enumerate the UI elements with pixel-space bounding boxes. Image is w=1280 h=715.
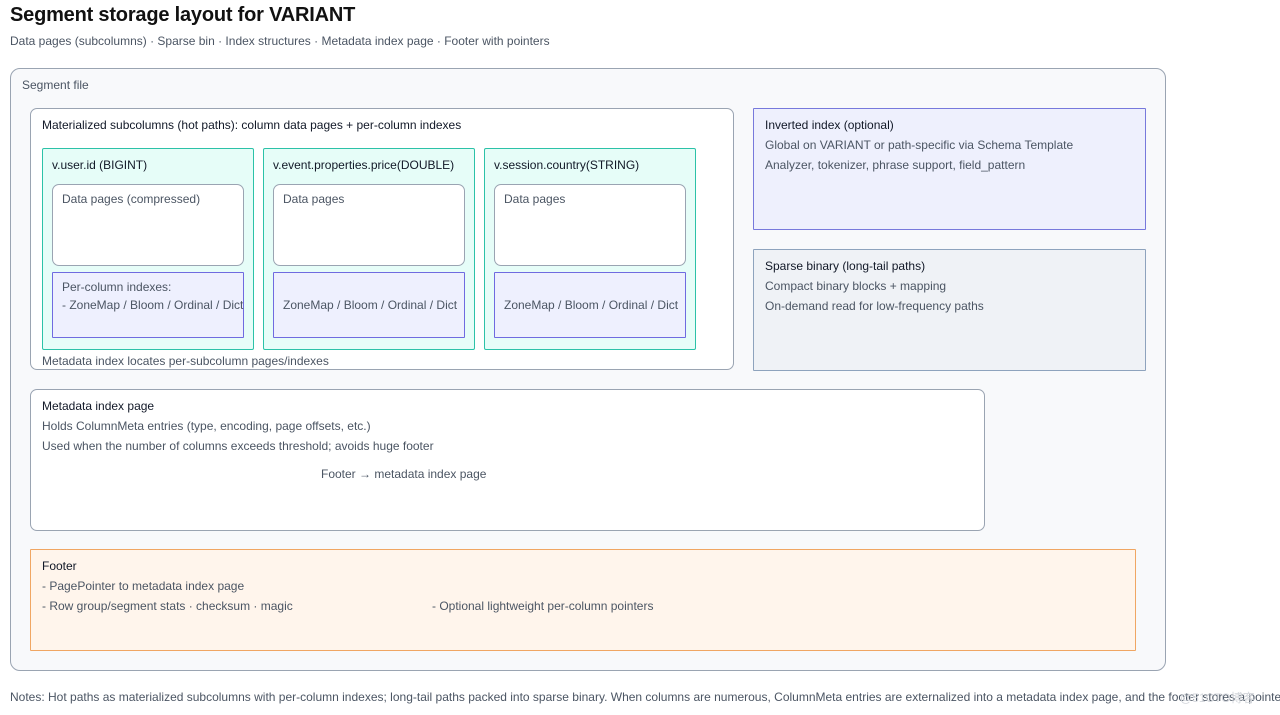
watermark: @51CTO博客 (1180, 691, 1255, 705)
metadata-index-page-box (30, 389, 985, 531)
metadata-index-page-line: Holds ColumnMeta entries (type, encoding… (42, 419, 371, 433)
index-types: ZoneMap / Bloom / Ordinal / Dict (283, 298, 458, 312)
index-types: - ZoneMap / Bloom / Ordinal / Dict (62, 298, 244, 312)
footer-box (30, 549, 1136, 651)
index-types: ZoneMap / Bloom / Ordinal / Dict (504, 298, 679, 312)
data-pages-label: Data pages (compressed) (62, 192, 201, 206)
per-column-index-box (52, 272, 244, 338)
inverted-index-title: Inverted index (optional) (765, 118, 894, 132)
metadata-locates-note: Metadata index locates per-subcolumn pag… (42, 354, 329, 368)
sparse-binary-line: On-demand read for low-frequency paths (765, 299, 984, 313)
inverted-index-line: Analyzer, tokenizer, phrase support, fie… (765, 158, 1026, 172)
sparse-binary-line: Compact binary blocks + mapping (765, 279, 947, 293)
data-pages-label: Data pages (283, 192, 345, 206)
materialized-subcolumns-title: Materialized subcolumns (hot paths): col… (42, 118, 462, 132)
data-pages-box (52, 184, 244, 266)
metadata-index-page-title: Metadata index page (42, 399, 155, 413)
index-heading: Per-column indexes: (62, 280, 172, 294)
footer-line: - Row group/segment stats · checksum · m… (42, 599, 293, 613)
page-subtitle: Data pages (subcolumns) · Sparse bin · I… (10, 34, 550, 48)
data-pages-label: Data pages (504, 192, 566, 206)
inverted-index-box (753, 108, 1146, 230)
per-column-index-box (494, 272, 686, 338)
page-title: Segment storage layout for VARIANT (10, 4, 356, 26)
notes-text: Notes: Hot paths as materialized subcolu… (10, 690, 1280, 704)
subcolumn-name: v.event.properties.price(DOUBLE) (273, 158, 455, 172)
footer-title: Footer (42, 559, 77, 573)
sparse-binary-title: Sparse binary (long-tail paths) (765, 259, 926, 273)
metadata-index-page-line: Used when the number of columns exceeds … (42, 439, 434, 453)
subcolumn-name: v.session.country(STRING) (494, 158, 640, 172)
segment-file-label: Segment file (22, 78, 89, 92)
subcolumn-name: v.user.id (BIGINT) (52, 158, 148, 172)
inverted-index-line: Global on VARIANT or path-specific via S… (765, 138, 1074, 152)
footer-line: - PagePointer to metadata index page (42, 579, 245, 593)
footer-line: - Optional lightweight per-column pointe… (432, 599, 654, 613)
per-column-index-box (273, 272, 465, 338)
data-pages-box (273, 184, 465, 266)
sparse-binary-box (753, 249, 1146, 371)
data-pages-box (494, 184, 686, 266)
footer-pointer-label: Footer → metadata index page (321, 467, 487, 481)
